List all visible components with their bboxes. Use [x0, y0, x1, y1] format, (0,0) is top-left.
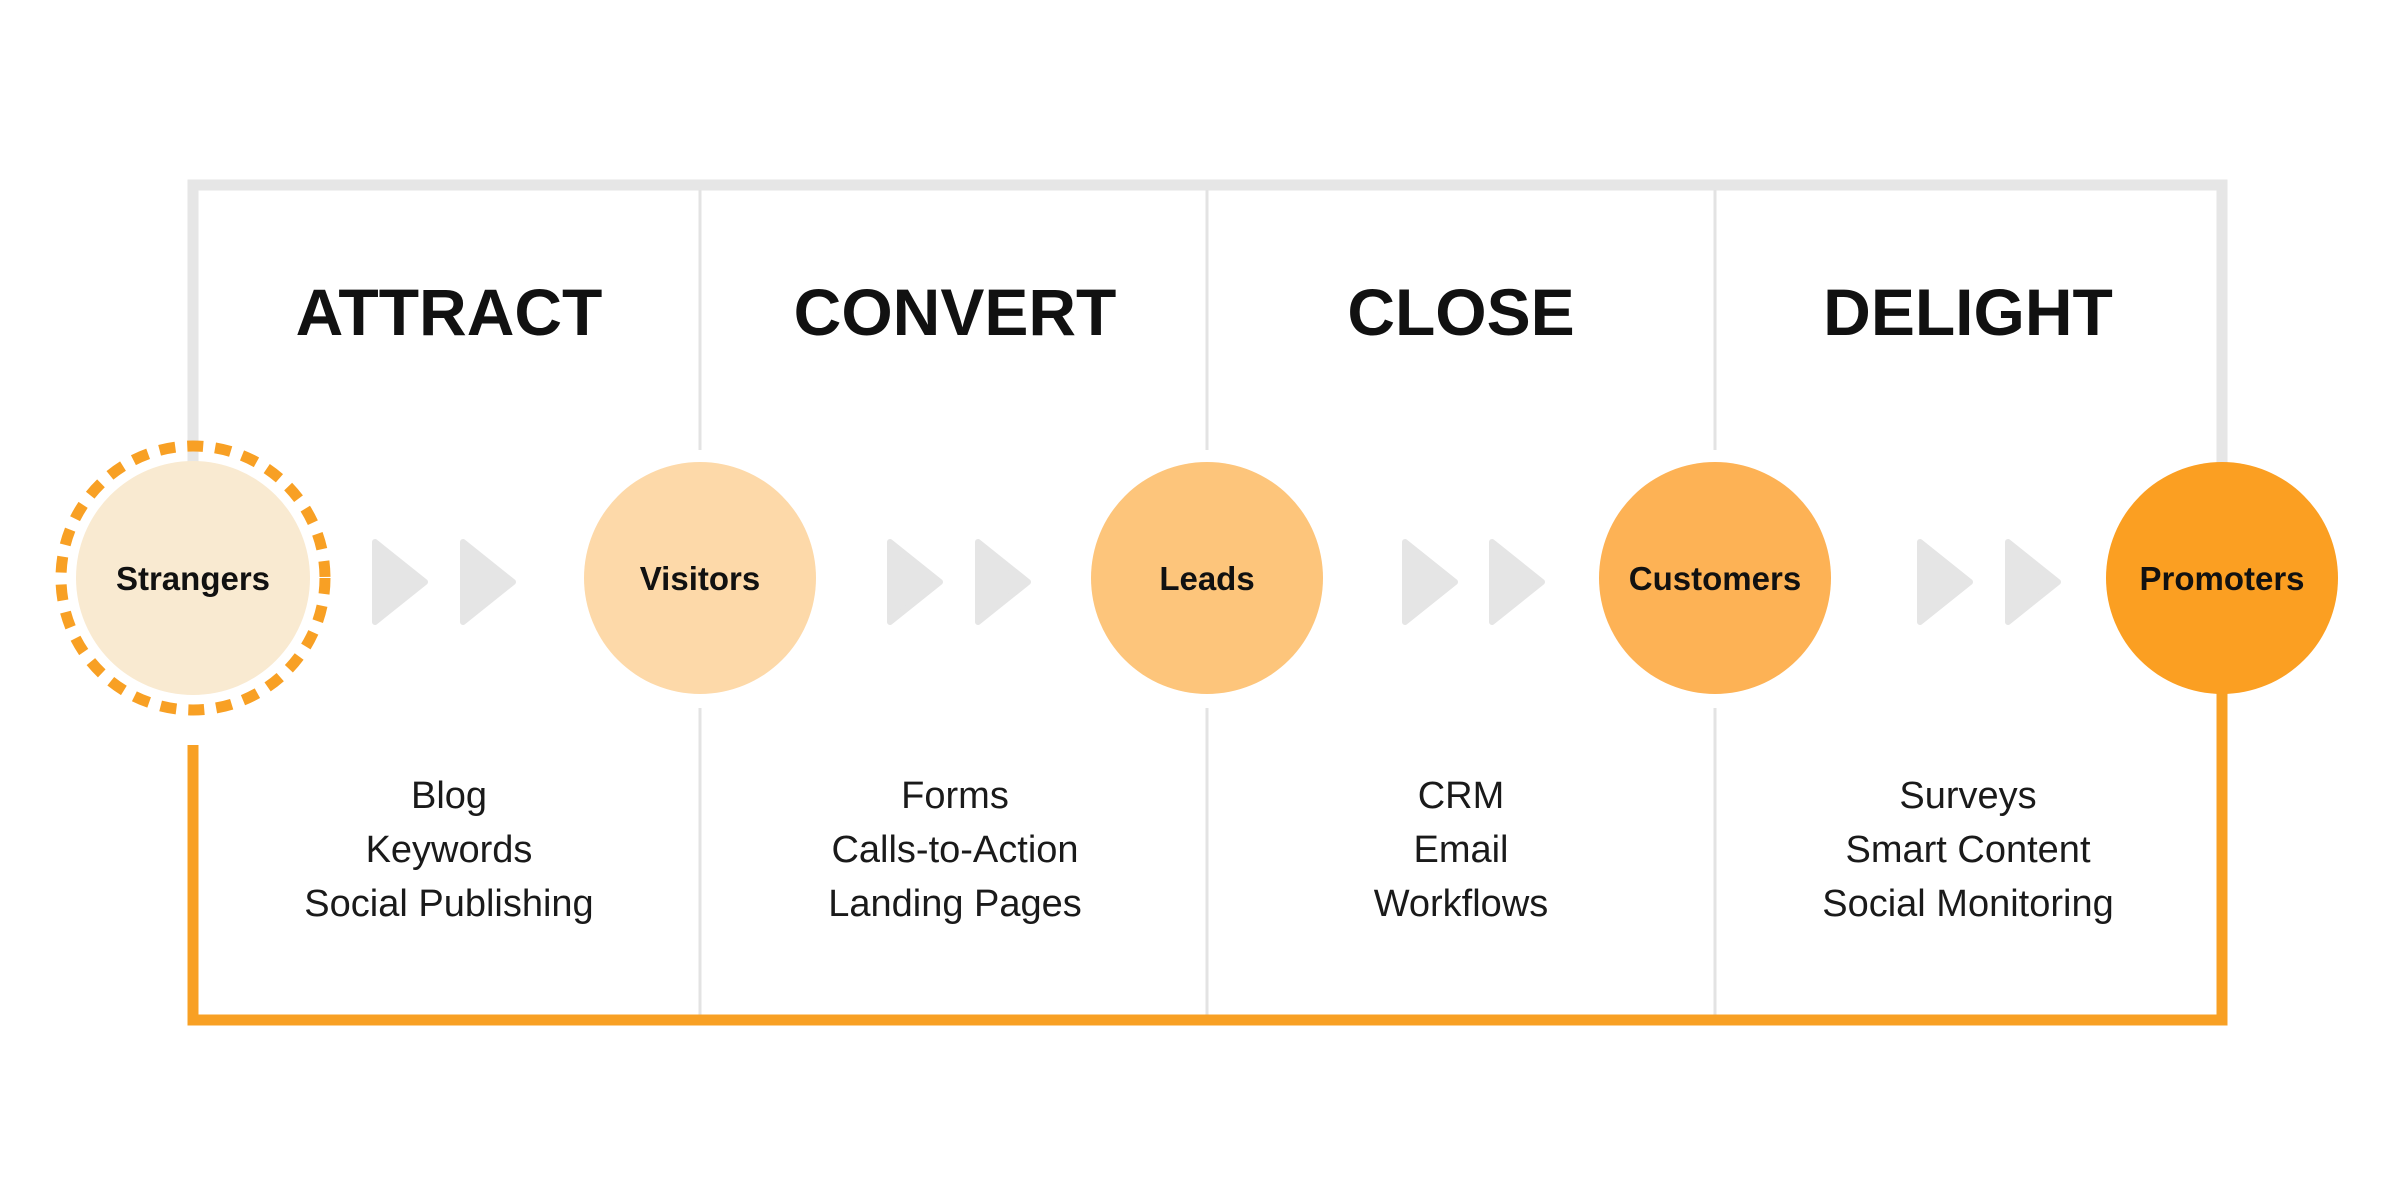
customer-return-path	[187, 690, 2228, 1026]
stage-titles: ATTRACT CONVERT CLOSE DELIGHT	[296, 275, 2113, 349]
node-label-promoters: Promoters	[2139, 560, 2304, 597]
node-promoters: Promoters	[2106, 462, 2338, 694]
frame-top-border	[187, 179, 2228, 465]
tool-item: Forms	[901, 775, 1009, 817]
tools-close: CRM Email Workflows	[1374, 775, 1549, 925]
stage-title-delight: DELIGHT	[1823, 275, 2113, 349]
stage-dividers	[698, 190, 1717, 1015]
chevron-right-icon	[1402, 539, 1458, 625]
tool-item: Keywords	[366, 829, 533, 871]
strangers-circle	[76, 461, 310, 695]
visitors-circle	[584, 462, 816, 694]
node-leads: Leads	[1091, 462, 1323, 694]
stage-title-attract: ATTRACT	[296, 275, 603, 349]
node-strangers: Strangers	[55, 440, 331, 716]
customers-circle	[1599, 462, 1831, 694]
tools-attract: Blog Keywords Social Publishing	[304, 775, 593, 925]
chevron-right-icon	[1917, 539, 1973, 625]
tools-convert: Forms Calls-to-Action Landing Pages	[828, 775, 1082, 925]
tool-item: Surveys	[1899, 775, 2036, 817]
node-label-leads: Leads	[1159, 560, 1254, 597]
node-visitors: Visitors	[584, 462, 816, 694]
tool-item: Calls-to-Action	[831, 829, 1078, 871]
chevron-right-icon	[887, 539, 943, 625]
progression-arrows	[372, 539, 2061, 625]
tool-item: Email	[1413, 829, 1508, 871]
tool-item: Social Monitoring	[1822, 883, 2113, 925]
node-label-strangers: Strangers	[116, 560, 270, 597]
tool-item: Landing Pages	[828, 883, 1082, 925]
tools-delight: Surveys Smart Content Social Monitoring	[1822, 775, 2113, 925]
chevron-right-icon	[2005, 539, 2061, 625]
strangers-dashed-ring	[55, 440, 331, 716]
tool-item: Social Publishing	[304, 883, 593, 925]
node-label-visitors: Visitors	[640, 560, 760, 597]
node-customers: Customers	[1599, 462, 1831, 694]
tool-item: CRM	[1418, 775, 1505, 817]
node-label-customers: Customers	[1629, 560, 1801, 597]
promoters-circle	[2106, 462, 2338, 694]
tool-item: Workflows	[1374, 883, 1549, 925]
chevron-right-icon	[975, 539, 1031, 625]
chevron-right-icon	[460, 539, 516, 625]
leads-circle	[1091, 462, 1323, 694]
chevron-right-icon	[372, 539, 428, 625]
chevron-right-icon	[1489, 539, 1545, 625]
stage-title-convert: CONVERT	[794, 275, 1117, 349]
tool-item: Blog	[411, 775, 487, 817]
tool-item: Smart Content	[1846, 829, 2091, 871]
stage-title-close: CLOSE	[1347, 275, 1574, 349]
